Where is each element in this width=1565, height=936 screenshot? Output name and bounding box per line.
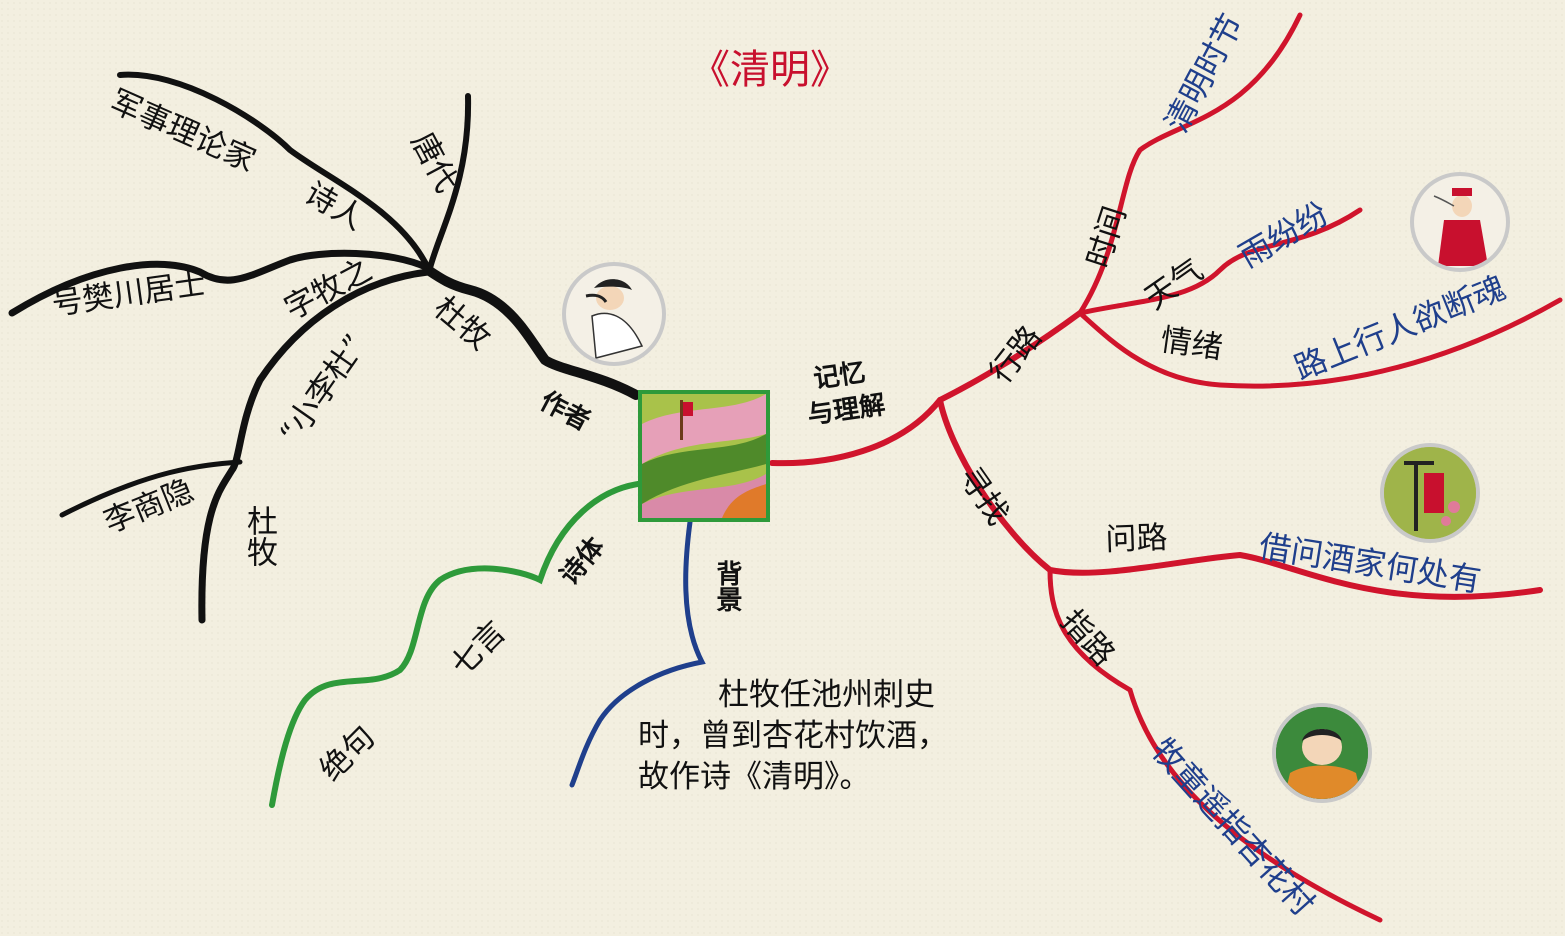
tavern-flag-image	[1380, 443, 1480, 543]
center-label-top: 记忆	[811, 357, 868, 395]
shepherd-boy-image	[1272, 703, 1372, 803]
background-line-1: 杜牧任池州刺史	[718, 677, 935, 713]
background-branch-lines	[569, 519, 706, 788]
background-text: 杜牧任池州刺史 时，曾到杏花村饮酒， 故作诗《清明》。	[638, 675, 1018, 798]
page-title: 《清明》	[690, 47, 850, 93]
memory-branch-lines	[769, 12, 1563, 923]
landscape-icon	[642, 394, 766, 518]
tavern-flag-icon	[1384, 447, 1476, 539]
traveler-portrait-image	[1410, 172, 1510, 272]
author-branch-lines	[8, 71, 641, 624]
center-landscape-image	[638, 390, 770, 522]
author-du-mu: 杜牧	[241, 505, 277, 567]
poet-figure-icon	[585, 279, 644, 359]
shepherd-boy-icon	[1276, 707, 1368, 799]
background-line-2: 时，曾到杏花村饮酒，	[638, 718, 948, 754]
form-branch-lines	[269, 481, 641, 808]
du-mu-portrait-image	[562, 262, 666, 366]
search-ask-label: 问路	[1104, 519, 1169, 558]
traveler-figure-icon	[1433, 188, 1488, 266]
background-branch-label: 背景	[712, 560, 742, 612]
walking-mood-label: 情绪	[1158, 322, 1225, 367]
background-line-3: 故作诗《清明》。	[638, 759, 871, 795]
